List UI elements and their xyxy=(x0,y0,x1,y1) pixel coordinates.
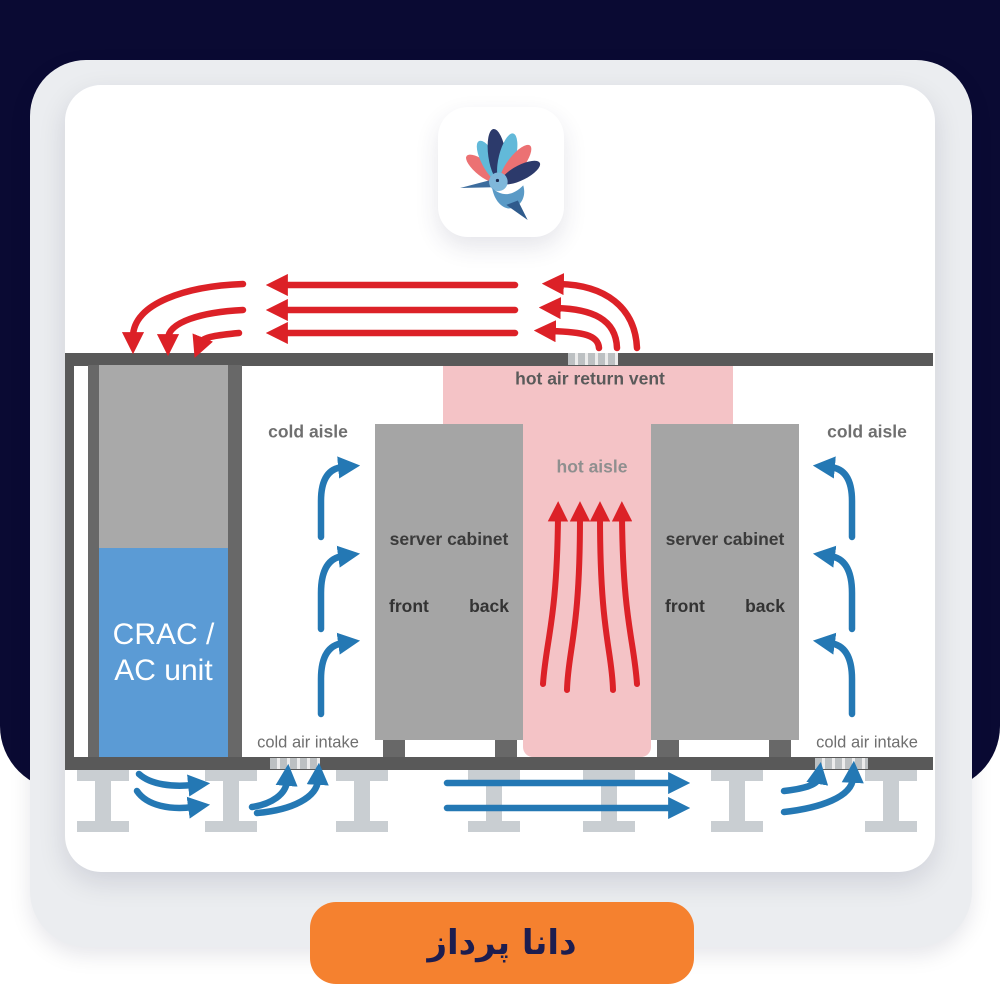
hot-air-return-vent-grille xyxy=(568,353,618,365)
crac-upper-body xyxy=(99,365,228,548)
cabinet-foot xyxy=(383,740,405,757)
brand-button[interactable]: دانا پرداز xyxy=(310,902,694,984)
server-cabinet-left: server cabinet front back xyxy=(375,424,523,740)
floor-pedestal xyxy=(468,770,520,832)
floor-pedestal xyxy=(205,770,257,832)
hot-aisle-label: hot aisle xyxy=(556,456,628,477)
server-cabinet-right-back-label: back xyxy=(745,596,785,616)
crac-frame-left xyxy=(88,365,99,757)
cold-air-intake-left-label: cold air intake xyxy=(257,733,359,752)
server-cabinet-right-front-label: front xyxy=(665,596,705,616)
floor-pedestal xyxy=(865,770,917,832)
logo-tile xyxy=(438,107,564,237)
hot-air-return-vent-label: hot air return vent xyxy=(515,368,665,389)
cabinet-foot xyxy=(769,740,791,757)
logo-bird-body xyxy=(460,172,528,220)
server-cabinet-right-title: server cabinet xyxy=(665,529,785,549)
cabinet-foot xyxy=(495,740,517,757)
cabinet-foot xyxy=(657,740,679,757)
cold-air-intake-grille-right xyxy=(815,758,868,769)
cold-air-intake-right-label: cold air intake xyxy=(816,733,918,752)
crac-label-line2: AC unit xyxy=(114,653,213,687)
server-cabinet-right: server cabinet front back xyxy=(651,424,799,740)
ceiling-bar xyxy=(65,353,933,366)
crac-frame-right xyxy=(228,365,242,757)
crac-label-line1: CRAC / xyxy=(112,617,215,651)
floor-pedestal xyxy=(583,770,635,832)
crac-unit: CRAC / AC unit xyxy=(99,548,228,757)
cold-aisle-left-label: cold aisle xyxy=(268,421,348,442)
floor-pedestal xyxy=(711,770,763,832)
server-cabinet-left-front-label: front xyxy=(389,596,429,616)
left-wall xyxy=(65,353,74,770)
server-cabinet-left-title: server cabinet xyxy=(389,529,509,549)
server-cabinet-left-back-label: back xyxy=(469,596,509,616)
hot-air-return-arrows xyxy=(121,273,641,358)
cold-aisle-right-label: cold aisle xyxy=(827,421,907,442)
cold-air-intake-grille-left xyxy=(270,758,320,769)
raised-floor-bar xyxy=(65,757,933,770)
hummingbird-logo-icon xyxy=(460,128,541,220)
floor-pedestal xyxy=(336,770,388,832)
floor-pedestal xyxy=(77,770,129,832)
brand-button-label: دانا پرداز xyxy=(427,923,577,963)
hot-zone-band xyxy=(443,366,733,424)
datacenter-cooling-diagram: CRAC / AC unit server cabinet front back… xyxy=(65,85,935,872)
